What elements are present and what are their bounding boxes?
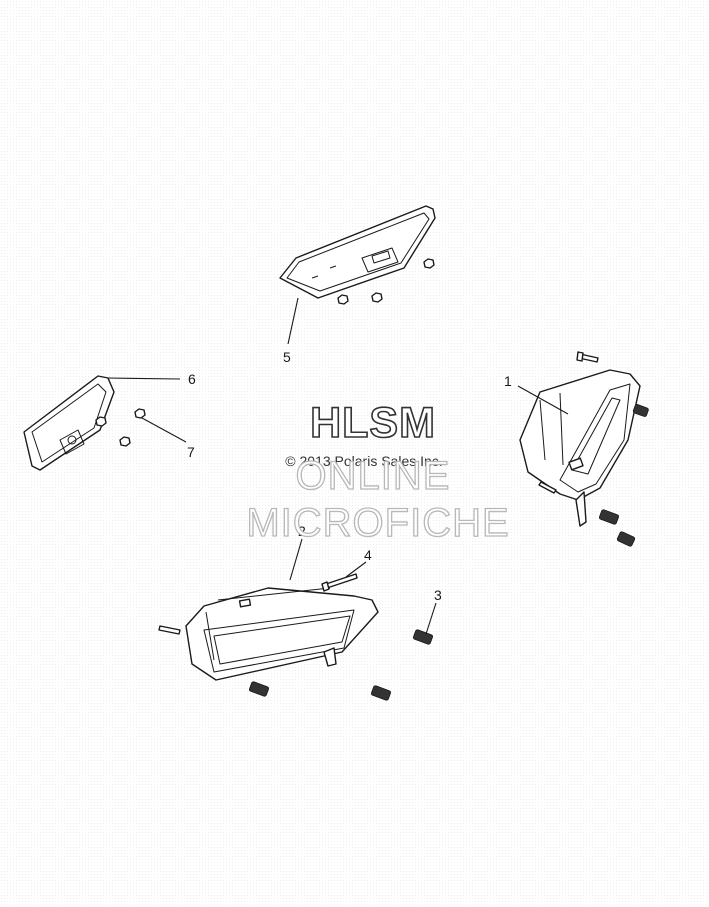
part-1-screw-b[interactable] xyxy=(538,481,557,494)
leader-4 xyxy=(345,561,367,578)
callout-2: 2 xyxy=(298,523,306,539)
part-3-spring-nut[interactable] xyxy=(412,629,434,645)
watermark-online: ONLINE xyxy=(296,454,451,498)
part-2-spring-nut-a[interactable] xyxy=(248,681,270,697)
watermark-microfiche: MICROFICHE xyxy=(246,501,509,545)
leader-7 xyxy=(141,417,187,443)
part-1-screw[interactable] xyxy=(576,351,599,363)
part-2-spring-nut-b[interactable] xyxy=(370,685,392,701)
leader-3 xyxy=(425,602,437,635)
callout-3: 3 xyxy=(434,587,442,603)
part-1-spring-nut-a[interactable] xyxy=(632,404,649,417)
part-1-spring-nut-c[interactable] xyxy=(616,531,636,547)
part-5-lamp-assembly[interactable] xyxy=(279,205,436,299)
callout-4: 4 xyxy=(364,547,372,563)
part-1-spring-nut-b[interactable] xyxy=(598,509,620,525)
leader-2 xyxy=(289,538,303,581)
callout-6: 6 xyxy=(188,371,196,387)
part-6-lamp-assembly[interactable] xyxy=(23,375,115,471)
part-5-nut-c[interactable] xyxy=(423,258,435,269)
leader-5 xyxy=(287,297,299,345)
part-5-nut-a[interactable] xyxy=(337,294,349,305)
part-6-nut-b[interactable] xyxy=(119,436,131,447)
leader-1 xyxy=(517,385,569,415)
callout-1: 1 xyxy=(504,373,512,389)
leader-6 xyxy=(107,377,181,380)
part-2-headlight-assembly[interactable] xyxy=(185,587,379,681)
watermark-title: HLSM xyxy=(310,399,436,447)
part-6-nut-a[interactable] xyxy=(95,416,107,427)
callout-7: 7 xyxy=(187,444,195,460)
part-5-nut-b[interactable] xyxy=(371,292,383,303)
part-2-screw[interactable] xyxy=(158,625,181,635)
part-7-nut[interactable] xyxy=(134,408,146,419)
watermark-copyright: © 2013 Polaris Sales Inc. xyxy=(285,453,442,469)
part-4-screw[interactable] xyxy=(321,573,358,592)
callout-5: 5 xyxy=(283,349,291,365)
part-1-headlight-assembly[interactable] xyxy=(519,369,641,527)
